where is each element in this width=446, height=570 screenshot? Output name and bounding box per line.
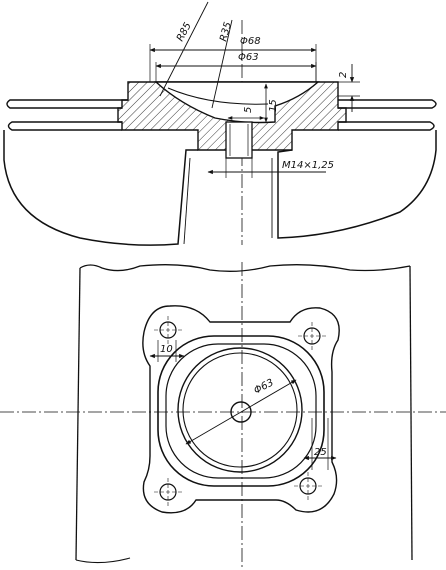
dim-d68-label: Φ68	[240, 36, 261, 47]
dim-thread-label: M14×1,25	[282, 160, 334, 171]
cylinder-head-plan: Φ63 10 25	[0, 262, 446, 570]
gasket-ring-inner	[165, 343, 317, 479]
dim-d63-label: Φ63	[238, 52, 259, 63]
dim-d63-plan-line	[185, 379, 297, 445]
cooling-fin-left-upper	[6, 99, 128, 109]
dim-10-label: 10	[160, 344, 173, 355]
gasket-ring-outer	[157, 335, 325, 487]
dim-15-label: 15	[268, 99, 279, 112]
dim-25-label: 25	[314, 447, 327, 458]
bolt-hole-top-right	[298, 322, 326, 350]
cylinder-wall-right	[277, 130, 437, 239]
dim-5-label: 5	[243, 107, 254, 113]
bolt-hole-bottom-left	[154, 478, 182, 506]
cooling-fin-right-upper	[338, 99, 437, 109]
bolt-hole-top-left	[154, 316, 182, 344]
cylinder-wall-left	[3, 130, 198, 246]
gasket-outline	[142, 305, 340, 514]
bore-circle-outer	[177, 347, 303, 473]
cooling-fin-right-lower	[338, 121, 435, 131]
bolt-hole-bottom-right	[294, 472, 322, 500]
bore-circle-inner	[182, 352, 298, 468]
dim-r35-label: R35	[218, 21, 234, 43]
plan-outline	[79, 264, 411, 272]
cylinder-head-section: R85 R35 Φ68 Φ63 2 5 15 M14×1,25	[3, 1, 437, 246]
dim-r85-label: R85	[175, 21, 194, 44]
dim-2-label: 2	[338, 72, 349, 78]
cooling-fin-left-lower	[7, 121, 122, 131]
